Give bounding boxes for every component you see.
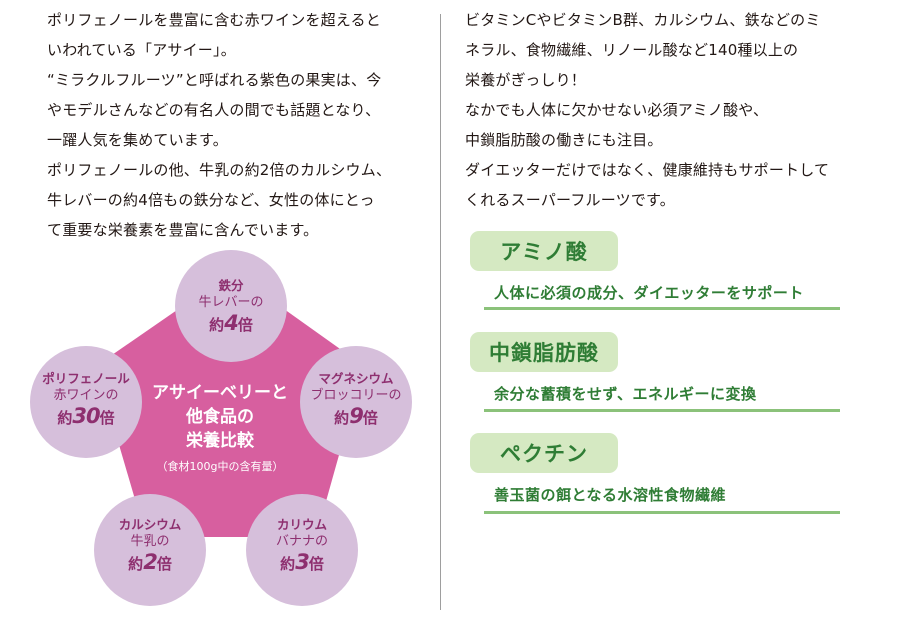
intro-line: て重要な栄養素を豊富に含んでいます。 [47,221,319,239]
nutrition-comparison-diagram: アサイーベリーと 他食品の 栄養比較 （食材100g中の含有量） 鉄分 牛レバー… [0,0,440,634]
intro-line: いわれている「アサイー」。 [47,41,236,59]
diagram-title: アサイーベリーと 他食品の 栄養比較 [140,381,300,453]
nutrient-circle-potassium: カリウム バナナの 約3倍 [246,494,358,606]
detail-line: ビタミンCやビタミンB群、カルシウム、鉄などのミ [465,11,821,29]
ratio: 約3倍 [280,550,324,574]
feature-description: 余分な蓄積をせず、エネルギーに変換 [494,385,757,403]
feature-tag-mct: 中鎖脂肪酸 [470,332,618,372]
diagram-title-line: 他食品の [186,407,254,427]
intro-line: 一躍人気を集めています。 [47,131,228,149]
intro-line: ポリフェノールの他、牛乳の約2倍のカルシウム、 [47,161,392,179]
intro-line: “ミラクルフルーツ”と呼ばれる紫色の果実は、今 [47,71,382,89]
comparison-food: 赤ワインの [53,388,119,403]
diagram-title-line: 栄養比較 [186,431,254,451]
detail-line: くれるスーパーフルーツです。 [465,191,675,209]
nutrient-circle-polyphenol: ポリフェノール 赤ワインの 約30倍 [30,346,142,458]
feature-underline [484,307,840,310]
nutrient-name: カリウム [276,517,327,532]
pentagon-shape [96,272,364,537]
detail-line: なかでも人体に欠かせない必須アミノ酸や、 [465,101,769,119]
feature-underline [484,511,840,514]
comparison-food: 牛乳の [130,534,170,549]
intro-paragraph: ポリフェノールを豊富に含む赤ワインを超えると いわれている「アサイー」。 “ミラ… [47,5,391,245]
ratio: 約4倍 [209,311,253,335]
nutrient-name: 鉄分 [218,278,244,293]
ratio-value: 30 [72,404,100,428]
intro-line: 牛レバーの約4倍もの鉄分など、女性の体にとっ [47,191,375,209]
detail-paragraph: ビタミンCやビタミンB群、カルシウム、鉄などのミ ネラル、食物繊維、リノール酸な… [465,5,829,215]
feature-underline [484,409,840,412]
ratio-value: 9 [349,404,364,428]
detail-line: 中鎖脂肪酸の働きにも注目。 [465,131,663,149]
intro-line: やモデルさんなどの有名人の間でも話題となり、 [47,101,381,119]
nutrient-name: カルシウム [118,517,182,532]
pentagon [96,272,364,537]
column-divider [440,14,441,610]
comparison-food: バナナの [275,534,328,549]
detail-line: ネラル、食物繊維、リノール酸など140種以上の [465,41,799,59]
nutrient-circle-magnesium: マグネシウム ブロッコリーの 約9倍 [300,346,412,458]
comparison-food: 牛レバーの [198,295,264,310]
detail-line: 栄養がぎっしり！ [465,71,587,89]
feature-tag-amino-acid: アミノ酸 [470,231,618,271]
nutrient-circle-iron: 鉄分 牛レバーの 約4倍 [175,250,287,362]
nutrient-name: ポリフェノール [42,371,130,386]
ratio: 約2倍 [128,550,172,574]
ratio-value: 2 [143,550,158,574]
feature-description: 善玉菌の餌となる水溶性食物繊維 [494,486,727,504]
comparison-food: ブロッコリーの [310,388,402,403]
feature-tag-pectin: ペクチン [470,433,618,473]
nutrient-name: マグネシウム [318,371,394,386]
intro-line: ポリフェノールを豊富に含む赤ワインを超えると [47,11,381,29]
nutrient-circle-calcium: カルシウム 牛乳の 約2倍 [94,494,206,606]
detail-line: ダイエッターだけではなく、健康維持もサポートして [465,161,830,179]
diagram-note: （食材100g中の含有量） [156,460,284,473]
feature-description: 人体に必須の成分、ダイエッターをサポート [494,284,804,302]
ratio-value: 3 [295,550,310,574]
ratio: 約30倍 [57,404,115,428]
ratio-value: 4 [224,311,239,335]
diagram-title-line: アサイーベリーと [152,383,288,403]
ratio: 約9倍 [334,404,378,428]
